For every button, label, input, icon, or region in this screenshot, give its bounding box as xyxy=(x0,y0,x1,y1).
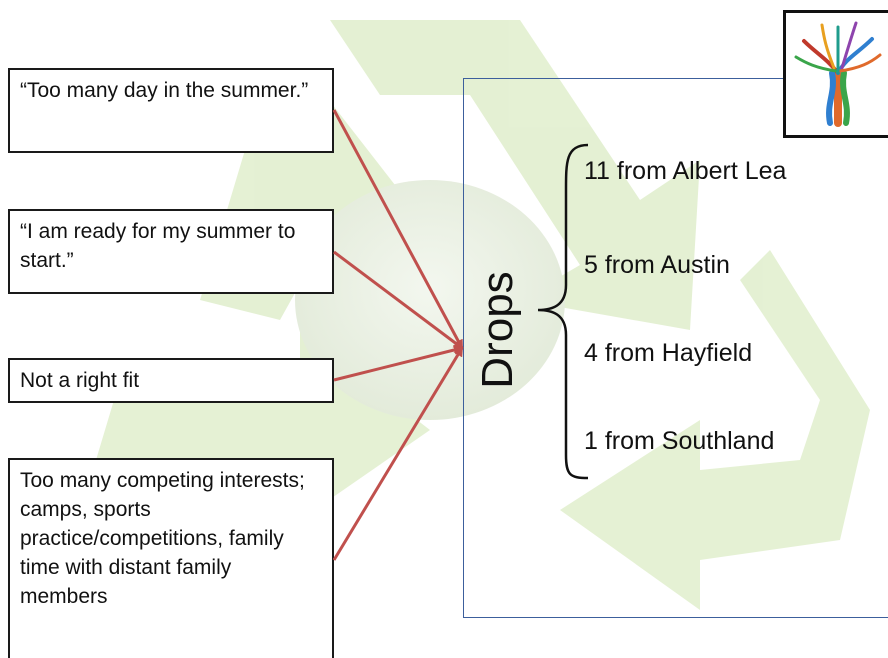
arrow-reason-2 xyxy=(333,250,464,350)
reason-box-3: Not a right fit xyxy=(8,358,334,403)
town-hayfield: 4 from Hayfield xyxy=(584,339,753,367)
globe-icon xyxy=(295,180,565,420)
tree-logo-icon xyxy=(794,21,882,127)
curly-brace-icon xyxy=(537,143,589,480)
logo xyxy=(783,10,888,138)
town-austin: 5 from Austin xyxy=(584,251,730,279)
arrows xyxy=(332,109,464,561)
reason-box-4: Too many competing interests; camps, spo… xyxy=(8,458,334,658)
reason-box-2: “I am ready for my summer to start.” xyxy=(8,209,334,294)
arrow-reason-4 xyxy=(332,346,464,561)
arrow-reason-3 xyxy=(333,345,464,382)
arrow-reason-1 xyxy=(332,109,464,350)
reason-box-1: “Too many day in the summer.” xyxy=(8,68,334,153)
town-albert-lea: 11 from Albert Lea xyxy=(584,157,787,185)
town-southland: 1 from Southland xyxy=(584,427,775,455)
